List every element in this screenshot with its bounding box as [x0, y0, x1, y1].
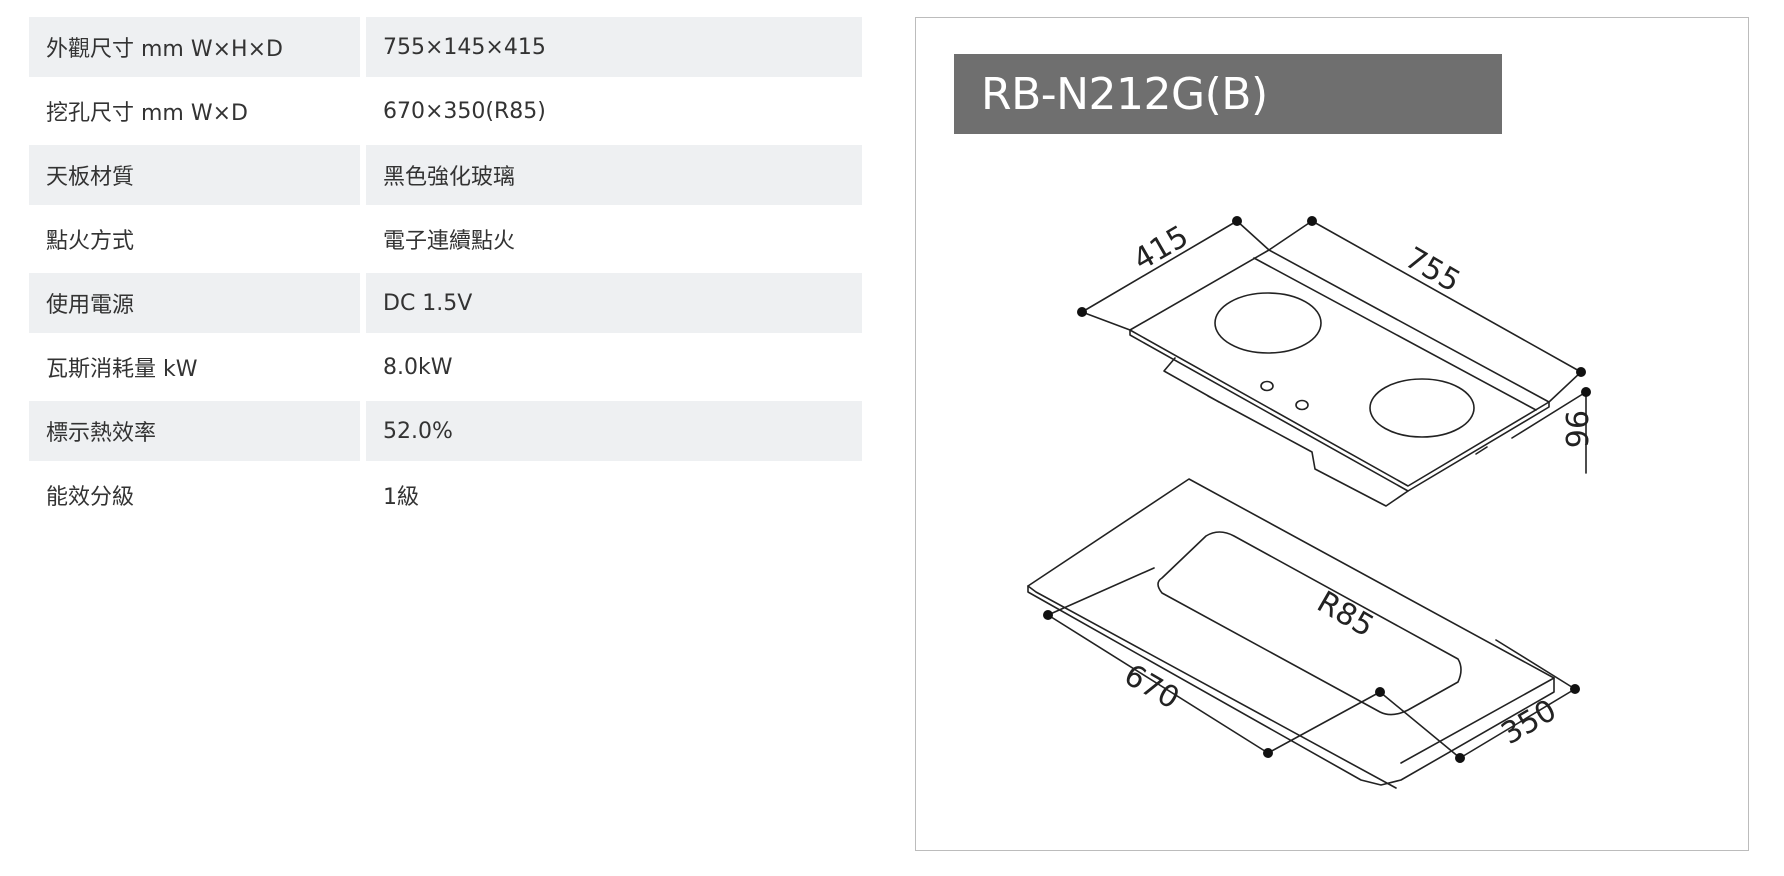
spec-value: 8.0kW	[383, 354, 453, 380]
countertop-slab	[1027, 478, 1555, 786]
spec-row: 天板材質 黑色強化玻璃	[29, 145, 862, 205]
spec-label: 外觀尺寸 mm W×H×D	[29, 17, 360, 77]
spec-value: 52.0%	[366, 401, 862, 461]
extension-line	[1511, 391, 1587, 439]
dim-label-755: 755	[1399, 241, 1466, 300]
dimension-line-755	[1311, 220, 1582, 373]
model-name: RB-N212G(B)	[981, 68, 1268, 120]
dim-label-r85: R85	[1311, 585, 1380, 645]
dimension-point	[1570, 684, 1580, 694]
dimension-point	[1581, 387, 1591, 397]
dimension-drawing-panel: RB-N212G(B)	[915, 17, 1749, 851]
dim-label-670: 670	[1118, 658, 1185, 717]
spec-value: 670×350(R85)	[383, 98, 546, 124]
hob-glass-top	[1129, 249, 1550, 487]
spec-label: 挖孔尺寸 mm W×D	[46, 101, 248, 126]
extension-line	[1379, 691, 1461, 759]
spec-row: 瓦斯消耗量 kW 8.0kW	[29, 335, 862, 399]
dim-label-96: 96	[1558, 410, 1593, 448]
hob-vent-strip	[1253, 257, 1537, 411]
dimension-line-350	[1459, 688, 1576, 759]
countertop-edge	[1027, 585, 1555, 789]
burner-ring-left	[1214, 292, 1322, 354]
dimension-point	[1307, 216, 1317, 226]
extension-line	[1236, 220, 1270, 251]
technical-drawing: 415 755 96 R85 670 350	[1027, 216, 1593, 789]
spec-label: 標示熱效率	[29, 401, 360, 461]
hob-glass-edge	[1129, 329, 1550, 492]
spec-table: 外觀尺寸 mm W×H×D 755×145×415 挖孔尺寸 mm W×D 67…	[29, 15, 862, 527]
dimension-point	[1232, 216, 1242, 226]
spec-label: 使用電源	[29, 273, 360, 333]
dimension-line-670	[1047, 614, 1269, 754]
spec-value: 黑色強化玻璃	[366, 145, 862, 205]
spec-label: 瓦斯消耗量 kW	[46, 357, 198, 382]
spec-label: 能效分級	[46, 485, 135, 510]
spec-value: 1級	[383, 485, 419, 510]
spec-row: 標示熱效率 52.0%	[29, 401, 862, 461]
model-banner: RB-N212G(B)	[954, 54, 1502, 134]
spec-row: 外觀尺寸 mm W×H×D 755×145×415	[29, 17, 862, 77]
spec-value: 電子連續點火	[383, 229, 516, 254]
extension-line	[1081, 311, 1131, 331]
dimension-point	[1263, 748, 1273, 758]
dimension-line-415	[1081, 220, 1238, 313]
spec-row: 能效分級 1級	[29, 463, 862, 527]
spec-value: DC 1.5V	[366, 273, 862, 333]
control-knob	[1260, 380, 1274, 392]
dim-label-415: 415	[1128, 219, 1195, 278]
extension-line	[1495, 639, 1576, 690]
hob-under-body	[1163, 357, 1409, 507]
extension-line	[1268, 220, 1313, 251]
extension-line	[1267, 691, 1381, 754]
dimension-point	[1043, 610, 1053, 620]
spec-row: 點火方式 電子連續點火	[29, 207, 862, 271]
spec-label: 點火方式	[46, 229, 135, 254]
extension-line	[1548, 371, 1582, 403]
dimension-point	[1455, 753, 1465, 763]
dimension-point	[1576, 367, 1586, 377]
dimension-point	[1375, 687, 1385, 697]
spec-label: 天板材質	[29, 145, 360, 205]
control-knob	[1295, 399, 1309, 411]
dimension-point	[1077, 307, 1087, 317]
hob-under-body-right	[1475, 446, 1488, 455]
spec-row: 使用電源 DC 1.5V	[29, 273, 862, 333]
cutout-outline	[1157, 531, 1462, 716]
burner-ring-right	[1369, 378, 1475, 438]
spec-row: 挖孔尺寸 mm W×D 670×350(R85)	[29, 79, 862, 143]
extension-line	[1047, 567, 1155, 616]
spec-value: 755×145×415	[366, 17, 862, 77]
